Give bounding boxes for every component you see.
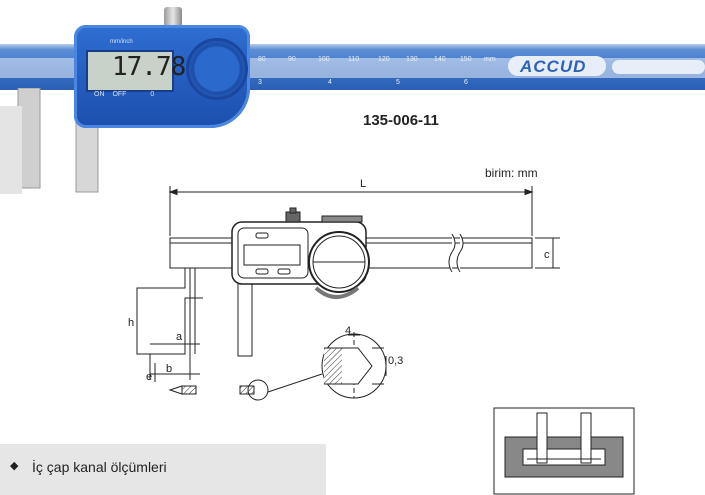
off-button-label: OFF bbox=[112, 91, 127, 98]
tip-callout-circle bbox=[247, 379, 269, 401]
ruler-tick-label: 150 bbox=[460, 56, 472, 63]
scale-end-plate bbox=[612, 60, 705, 74]
button-labels: ON OFF 0 bbox=[94, 91, 154, 98]
lcd-display bbox=[86, 50, 174, 92]
ruler-tick-label: 120 bbox=[378, 56, 390, 63]
button-outline bbox=[255, 232, 269, 239]
button-outline bbox=[255, 268, 269, 275]
thumb-grip-top bbox=[321, 215, 363, 223]
ruler-tick-label: 110 bbox=[348, 56, 360, 63]
bullet-icon: ◆ bbox=[10, 460, 19, 472]
tip-point bbox=[168, 385, 183, 395]
unit-switch-label: mm/inch bbox=[110, 39, 133, 45]
feature-panel bbox=[0, 444, 326, 495]
groove-measurement-figure bbox=[493, 407, 635, 495]
arrowhead bbox=[168, 188, 178, 196]
lcd-window bbox=[243, 244, 301, 266]
jaw-right bbox=[580, 412, 592, 464]
ruler-inch-label: 6 bbox=[464, 79, 468, 86]
lcd-reading: 17.78 bbox=[112, 52, 186, 82]
label-a: a bbox=[176, 331, 183, 343]
brand-plate bbox=[508, 56, 606, 76]
feature-text: İç çap kanal ölçümleri bbox=[32, 459, 167, 475]
ruler-tick-label: 80 bbox=[258, 56, 266, 63]
on-button-label: ON bbox=[94, 91, 105, 98]
ruler-tick-label: 140 bbox=[434, 56, 446, 63]
label-tip-radius: 0,3 bbox=[388, 355, 403, 367]
arrowhead bbox=[524, 188, 534, 196]
tip-icon bbox=[239, 385, 255, 395]
technical-drawing: L c h a b e 4 0,3 bbox=[128, 178, 560, 401]
slider-inner bbox=[237, 227, 309, 279]
fixed-jaw-face bbox=[0, 106, 22, 194]
button-outline bbox=[277, 268, 291, 275]
break-mark bbox=[448, 233, 456, 273]
zero-button-label: 0 bbox=[150, 91, 155, 98]
thumb-roller bbox=[164, 7, 182, 27]
label-h: h bbox=[128, 317, 134, 329]
label-b: b bbox=[166, 363, 172, 375]
brand-logo: ACCUD bbox=[520, 57, 587, 76]
tip-icon bbox=[181, 385, 197, 395]
unit-label: birim: mm bbox=[485, 166, 538, 180]
break-mark bbox=[456, 233, 464, 273]
roller-stem bbox=[289, 207, 297, 214]
label-c: c bbox=[544, 249, 550, 261]
ruler-inch-label: 3 bbox=[258, 79, 262, 86]
tip-hatch bbox=[324, 348, 342, 384]
label-e: e bbox=[146, 371, 152, 383]
ruler-inch-label: 4 bbox=[328, 79, 332, 86]
groove-cavity bbox=[522, 448, 606, 466]
ruler-tick-label: 90 bbox=[288, 56, 296, 63]
leader-line bbox=[267, 373, 323, 393]
product-code: 135-006-11 bbox=[363, 112, 439, 129]
ruler-graduations: 80 90 100 110 120 130 140 150 mm 3 4 5 6 bbox=[258, 56, 498, 90]
fixed-jaw-outline bbox=[136, 268, 203, 355]
label-tip-height: 4 bbox=[345, 325, 351, 337]
ruler-tick-label: mm bbox=[484, 56, 496, 63]
label-L: L bbox=[360, 178, 366, 190]
thumb-dial bbox=[186, 38, 248, 100]
ruler-tick-label: 100 bbox=[318, 56, 330, 63]
ruler-tick-label: 130 bbox=[406, 56, 418, 63]
ruler-inch-label: 5 bbox=[396, 79, 400, 86]
moving-jaw-outline bbox=[237, 284, 253, 357]
jaw-left bbox=[536, 412, 548, 464]
thumb-grip-bottom bbox=[314, 286, 360, 299]
